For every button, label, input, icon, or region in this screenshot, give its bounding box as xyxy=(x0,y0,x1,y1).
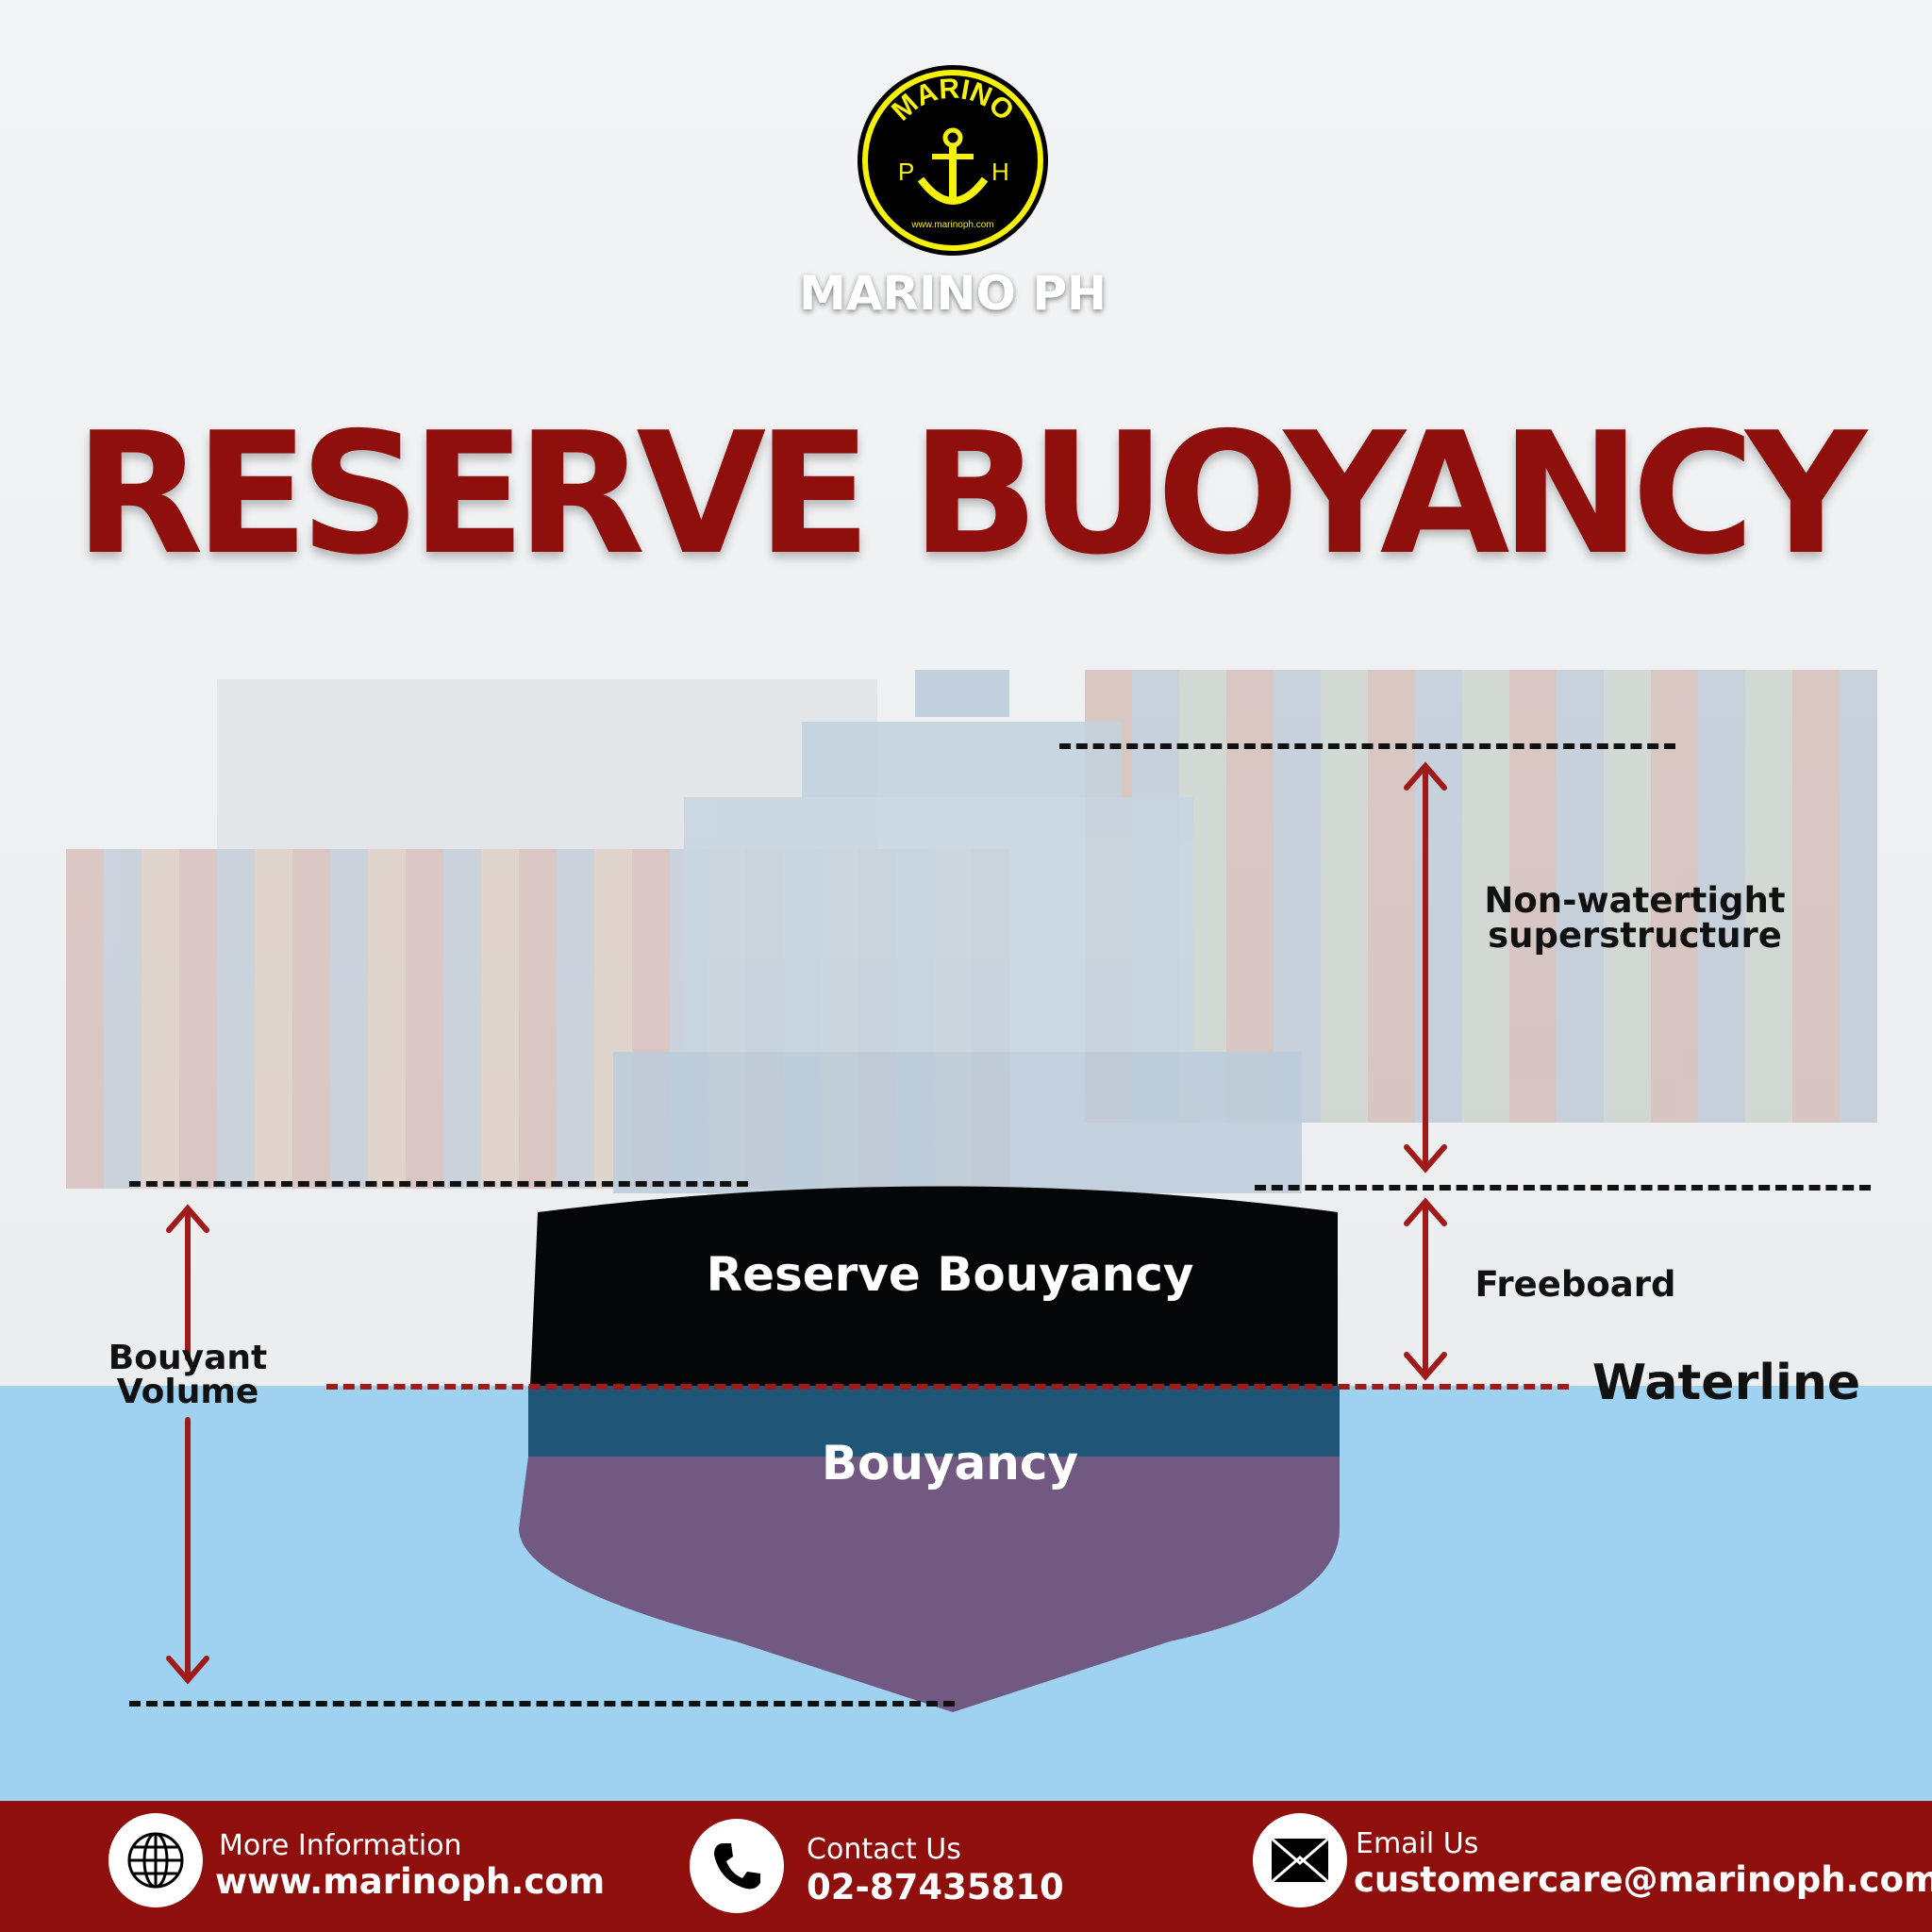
marino-ph-logo: MARINO P H www.marinoph.com xyxy=(858,65,1048,256)
svg-text:www.marinoph.com: www.marinoph.com xyxy=(910,220,993,230)
website-link[interactable]: www.marinoph.com xyxy=(215,1861,606,1902)
dashed-line-deck-left xyxy=(129,1181,748,1187)
email-us-label: Email Us xyxy=(1356,1827,1479,1860)
contact-us-label: Contact Us xyxy=(807,1833,961,1866)
footer: More Information www.marinoph.com Contac… xyxy=(0,1801,1932,1932)
svg-text:P: P xyxy=(898,158,914,186)
svg-text:H: H xyxy=(991,158,1009,186)
buoyancy-label: Bouyancy xyxy=(821,1436,1079,1491)
page-title: RESERVE BUOYANCY xyxy=(74,396,1867,591)
more-info-label: More Information xyxy=(219,1829,462,1862)
freeboard-label: Freeboard xyxy=(1474,1264,1676,1305)
reserve-buoyancy-label: Reserve Bouyancy xyxy=(706,1247,1194,1302)
buoyant-volume-label: Bouyant Volume xyxy=(108,1339,268,1411)
superstructure xyxy=(613,670,1302,1198)
ship-hull xyxy=(519,1186,1340,1712)
waterline-label: Waterline xyxy=(1591,1355,1861,1411)
dashed-line-keel xyxy=(129,1701,955,1707)
waterline-dashed-line xyxy=(326,1384,1569,1390)
brand-name: MARINO PH xyxy=(799,266,1107,321)
envelope-icon xyxy=(1253,1813,1347,1907)
dashed-line-top xyxy=(1059,743,1675,749)
phone-icon xyxy=(690,1819,784,1913)
dashed-line-deck-right xyxy=(1255,1185,1871,1191)
globe-icon xyxy=(108,1813,203,1907)
superstructure-label: Non-watertight superstructure xyxy=(1484,880,1786,956)
phone-number[interactable]: 02-87435810 xyxy=(807,1867,1064,1907)
email-link[interactable]: customercare@marinoph.com xyxy=(1354,1859,1932,1900)
